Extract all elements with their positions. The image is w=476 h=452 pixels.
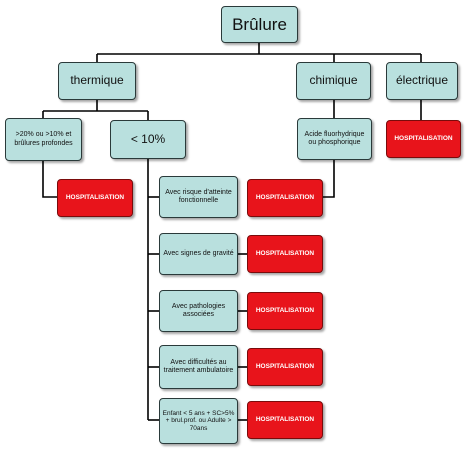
criterion-functional-risk: Avec risque d'atteinte fonctionnelle: [159, 176, 238, 218]
root-node: Brûlure: [221, 6, 298, 43]
connector-chimique-hosp: [323, 160, 335, 198]
criterion-severity-signs: Avec signes de gravité: [159, 233, 238, 275]
chimique-detail: Acide fluorhydrique ou phosphorique: [297, 118, 372, 160]
category-chimique: chimique: [296, 62, 371, 100]
branch-minor: < 10%: [110, 120, 186, 159]
hospitalisation-crit-1: HOSPITALISATION: [247, 235, 323, 273]
hospitalisation-crit-5: HOSPITALISATION: [247, 401, 323, 439]
criterion-comorbidities: Avec pathologies associées: [159, 290, 238, 332]
criterion-outpatient-difficulty: Avec difficultés au traitement ambulatoi…: [159, 345, 238, 389]
hospitalisation-electrique: HOSPITALISATION: [386, 120, 461, 158]
hospitalisation-crit-3: HOSPITALISATION: [247, 292, 323, 330]
connector-severe-hosp: [42, 161, 57, 198]
branch-severe: >20% ou >10% et brûlures profondes: [5, 118, 82, 161]
hospitalisation-crit-4: HOSPITALISATION: [247, 348, 323, 386]
hospitalisation-severe: HOSPITALISATION: [57, 179, 133, 217]
category-electrique: électrique: [386, 62, 458, 100]
criterion-age-extent: Enfant < 5 ans + SC>5% + brul.prof. ou A…: [159, 398, 238, 444]
category-thermique: thermique: [58, 62, 136, 100]
hospitalisation-chimique: HOSPITALISATION: [247, 179, 323, 217]
